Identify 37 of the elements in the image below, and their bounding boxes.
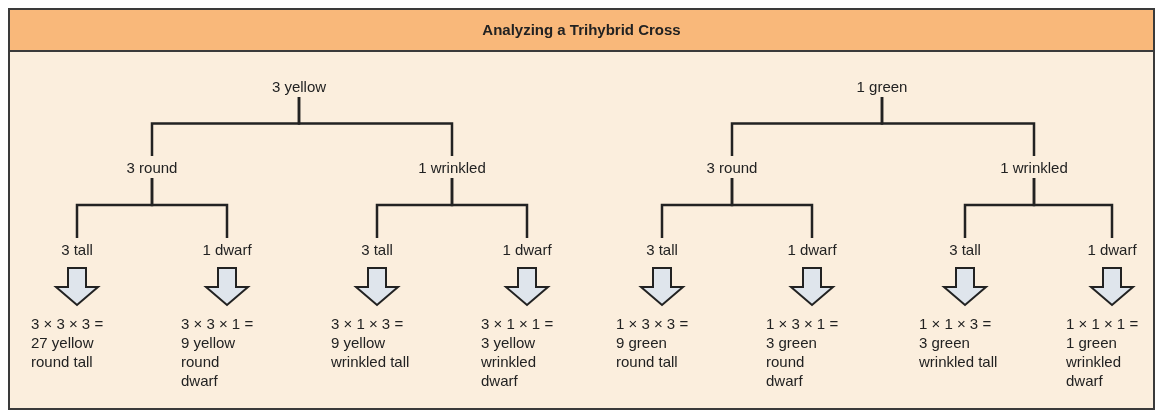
trait-label: 1 green — [856, 77, 908, 96]
block-arrow — [503, 267, 551, 307]
offspring-ratio: 1 × 1 × 3 = 3 green wrinkled tall — [919, 314, 998, 371]
trait-label: 1 wrinkled — [1000, 158, 1068, 177]
block-arrow — [203, 267, 251, 307]
trait-label: 1 dwarf — [502, 240, 552, 259]
block-arrow — [941, 267, 989, 307]
trait-label: 3 tall — [361, 240, 393, 259]
offspring-ratio: 1 × 3 × 1 = 3 green round dwarf — [766, 314, 840, 390]
block-arrow — [353, 267, 401, 307]
offspring-ratio: 3 × 3 × 3 = 27 yellow round tall — [31, 314, 105, 371]
block-arrow — [788, 267, 836, 307]
block-arrow — [1088, 267, 1136, 307]
tree-line — [1032, 178, 1114, 238]
trait-label: 1 dwarf — [787, 240, 837, 259]
trait-label: 3 tall — [646, 240, 678, 259]
trait-label: 1 dwarf — [1087, 240, 1137, 259]
offspring-ratio: 3 × 1 × 3 = 9 yellow wrinkled tall — [331, 314, 410, 371]
offspring-ratio: 3 × 3 × 1 = 9 yellow round dwarf — [181, 314, 255, 390]
tree-line — [730, 178, 814, 238]
offspring-ratio: 1 × 1 × 1 = 1 green wrinkled dwarf — [1066, 314, 1140, 390]
tree-line — [880, 97, 1036, 156]
offspring-ratio: 3 × 1 × 1 = 3 yellow wrinkled dwarf — [481, 314, 555, 390]
trait-label: 3 tall — [949, 240, 981, 259]
tree-line — [150, 178, 229, 238]
trait-label: 3 round — [126, 158, 178, 177]
trait-label: 3 tall — [61, 240, 93, 259]
trait-label: 3 yellow — [271, 77, 327, 96]
trait-label: 1 dwarf — [202, 240, 252, 259]
title: Analyzing a Trihybrid Cross — [482, 21, 681, 38]
trait-label: 1 wrinkled — [418, 158, 486, 177]
offspring-ratio: 1 × 3 × 3 = 9 green round tall — [616, 314, 690, 371]
block-arrow — [638, 267, 686, 307]
tree-line — [450, 178, 529, 238]
block-arrow — [53, 267, 101, 307]
tree-line — [297, 97, 454, 156]
trait-label: 3 round — [706, 158, 758, 177]
